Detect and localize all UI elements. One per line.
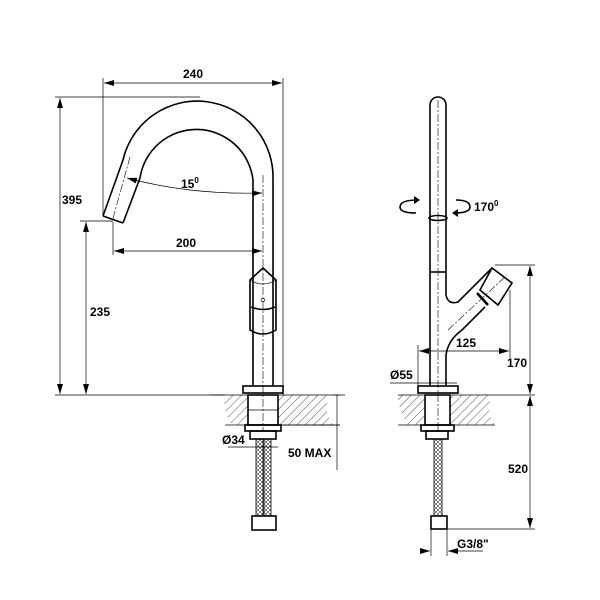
spout-tip [102, 215, 124, 224]
dim-hose-520: 520 [508, 462, 528, 476]
dim-reach-125: 125 [456, 336, 476, 350]
body-outline [429, 96, 493, 386]
hose [263, 438, 272, 517]
spout-arch-outer [102, 100, 274, 386]
dim-diameter-34: Ø34 [222, 433, 245, 447]
dim-height-235: 235 [90, 305, 110, 319]
dim-thread-g38: G3/8" [457, 537, 489, 551]
hose [255, 438, 264, 517]
body-branch [445, 306, 486, 386]
dim-height-395: 395 [62, 193, 82, 207]
hose-connector [430, 515, 448, 530]
dim-angle-15: 150 [181, 176, 199, 191]
swivel-ring [428, 214, 448, 222]
spout-arch-inner [122, 128, 254, 386]
dim-spout-height-170: 170 [507, 356, 527, 370]
dim-width-240: 240 [183, 67, 203, 81]
base-plate [417, 385, 459, 394]
handle-dot [260, 297, 266, 303]
dim-counter-50-max: 50 MAX [288, 446, 331, 460]
hose [433, 438, 443, 517]
dim-reach-200: 200 [176, 236, 196, 250]
side-view-dimensions: 240 395 235 200 150 Ø34 50 MAX [55, 67, 340, 470]
handle [249, 266, 277, 335]
mount-nut [424, 394, 451, 426]
dim-rotation-170: 1700 [474, 199, 499, 214]
front-view-faucet [398, 96, 535, 530]
handle-ring [250, 306, 276, 311]
rotate-right-icon [453, 199, 471, 214]
side-view-faucet [102, 100, 345, 531]
hose-connector [251, 515, 277, 531]
front-view-dimensions: 1700 170 125 Ø55 520 G3/8" [390, 199, 535, 556]
dim-diameter-55: Ø55 [390, 368, 413, 382]
rotate-left-icon [399, 199, 419, 214]
spray-head [478, 266, 514, 307]
